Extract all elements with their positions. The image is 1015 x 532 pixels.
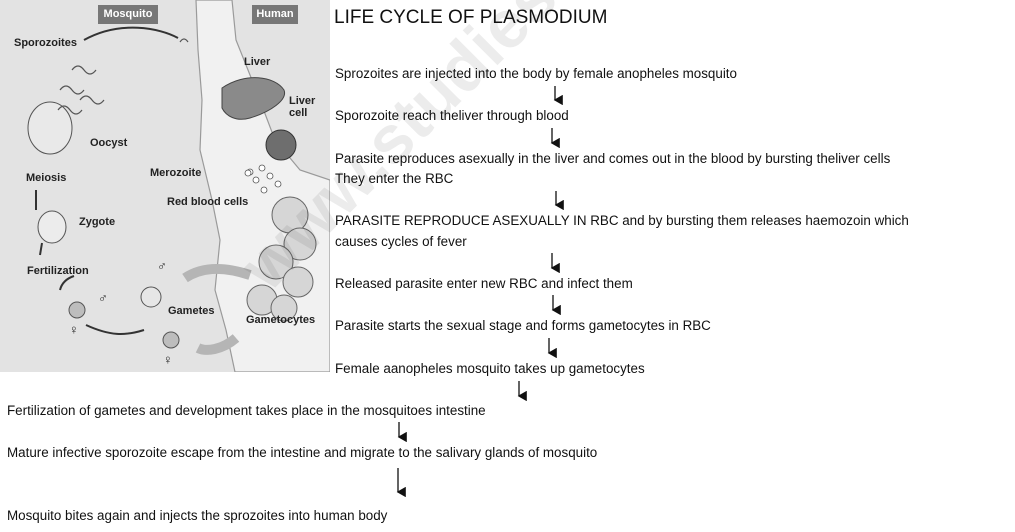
label-red-blood-cells: Red blood cells <box>167 196 249 208</box>
step-4-line-2: causes cycles of fever <box>335 234 467 249</box>
human-tag: Human <box>252 5 298 24</box>
step-8: Fertilization of gametes and development… <box>7 403 486 418</box>
zygote-shape <box>37 210 67 244</box>
label-gametocytes: Gametocytes <box>246 314 316 326</box>
liver-cell-shape <box>265 129 297 161</box>
step-5: Released parasite enter new RBC and infe… <box>335 276 633 291</box>
sporozoite-squiggles <box>57 38 189 115</box>
female-gamete-shape <box>68 301 86 319</box>
label-sporozoites: Sporozoites <box>14 37 77 49</box>
label-liver-cell: Liver cell <box>289 95 316 119</box>
step-9: Mature infective sporozoite escape from … <box>7 445 598 460</box>
label-merozoite: Merozoite <box>150 167 202 179</box>
liver-shape <box>221 77 286 120</box>
female-symbol: ♀ <box>69 322 79 337</box>
step-3-line-1: Parasite reproduces asexually in the liv… <box>335 151 891 166</box>
male-symbol-2: ♂ <box>98 290 108 305</box>
gametocyte-transfer-arrow <box>182 263 252 283</box>
label-gametes: Gametes <box>168 305 215 317</box>
step-2: Sporozoite reach theliver through blood <box>335 108 569 123</box>
male-symbol: ♂ <box>157 258 167 273</box>
gametocyte-shape <box>140 286 162 308</box>
step-4-line-1: PARASITE REPRODUCE ASEXUALLY IN RBC and … <box>335 213 909 228</box>
label-fertilization: Fertilization <box>27 265 89 277</box>
label-zygote: Zygote <box>79 216 116 228</box>
page-title: LIFE CYCLE OF PLASMODIUM <box>334 7 608 28</box>
merozoite-dots <box>244 164 282 194</box>
mosquito-tag: Mosquito <box>98 5 158 24</box>
cycle-arrows <box>35 26 179 335</box>
life-cycle-illustration <box>27 0 330 372</box>
step-10: Mosquito bites again and injects the spr… <box>7 508 388 523</box>
label-meiosis: Meiosis <box>26 172 67 184</box>
step-1: Sprozoites are injected into the body by… <box>335 66 737 81</box>
step-6: Parasite starts the sexual stage and for… <box>335 318 711 333</box>
female-symbol-2: ♀ <box>163 352 173 367</box>
life-cycle-figure: Mosquito Human Sporozoites Liver Liver c… <box>0 0 330 372</box>
label-liver: Liver <box>244 56 271 68</box>
female-gamete-shape-2 <box>162 331 180 349</box>
red-blood-cell-shapes <box>246 196 317 322</box>
label-oocyst: Oocyst <box>90 137 128 149</box>
step-7: Female aanopheles mosquito takes up game… <box>335 361 645 376</box>
oocyst-shape <box>27 101 73 155</box>
step-3-line-2: They enter the RBC <box>335 171 454 186</box>
gametocyte-transfer-arrow-2 <box>195 334 240 355</box>
